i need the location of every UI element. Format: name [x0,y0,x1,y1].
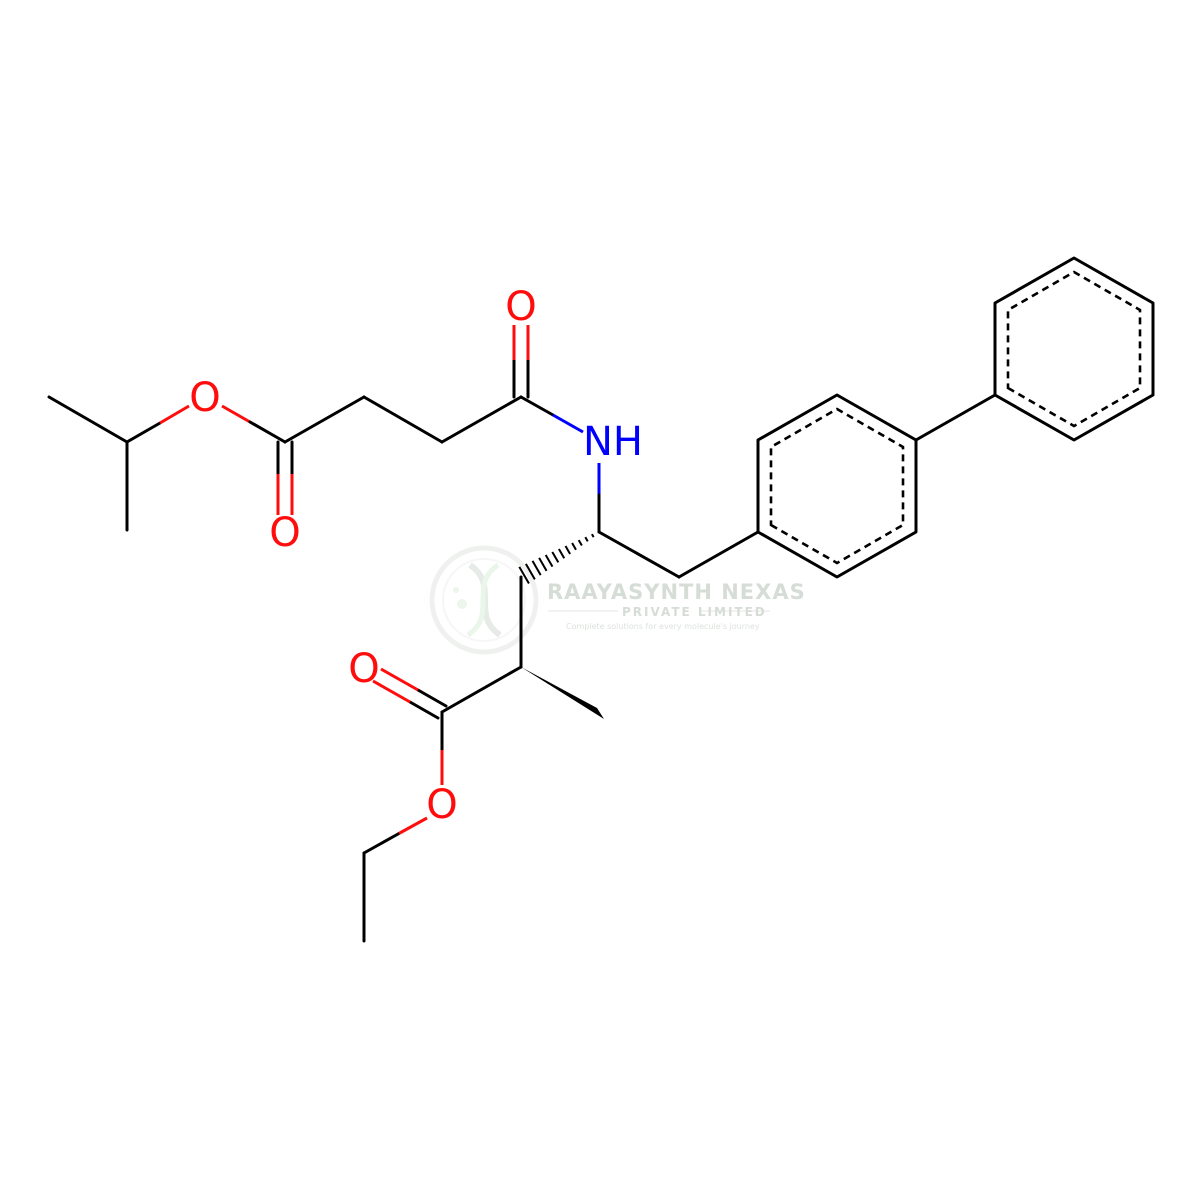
biphenyl-link [914,393,997,442]
watermark-subtitle: PRIVATE LIMITED [622,605,767,619]
benzene-ring-inner [756,393,918,579]
hash-line [551,551,560,563]
ethyl-ester-group [362,665,523,943]
hash-line [571,542,577,551]
hash-line [518,566,530,585]
hash-line [584,536,589,542]
atom-nh: NH [583,419,643,465]
atom-o-carbonyl-left: O [269,510,300,556]
hashed-wedge-bond [518,533,595,585]
hash-line [564,545,571,555]
succinyl-chain [283,395,523,444]
amide-carbonyl [512,325,584,434]
solid-wedge-bond [521,667,604,719]
hash-line [531,560,542,576]
atom-o-amide: O [505,284,536,330]
atom-o-ester-bottom: O [426,782,457,828]
watermark: RAAYASYNTH NEXAS PRIVATE LIMITED Complet… [429,545,806,655]
hash-line [538,557,548,572]
watermark-tagline: Complete solutions for every molecule's … [566,622,760,631]
isopropyl-ester-group [221,404,294,515]
watermark-logo-icon [429,545,539,655]
hash-line [525,563,536,580]
hash-line [544,554,554,568]
hash-line [558,548,566,559]
hash-line [591,533,595,538]
isopropyl-group [47,395,190,532]
hash-line [577,539,583,547]
watermark-company: RAAYASYNTH NEXAS [547,580,806,604]
benzyl-linker [597,530,760,579]
atom-o-carbonyl-bottom: O [348,646,379,692]
benzene-ring-outer [993,256,1155,442]
atom-o-ester-top: O [189,375,220,421]
